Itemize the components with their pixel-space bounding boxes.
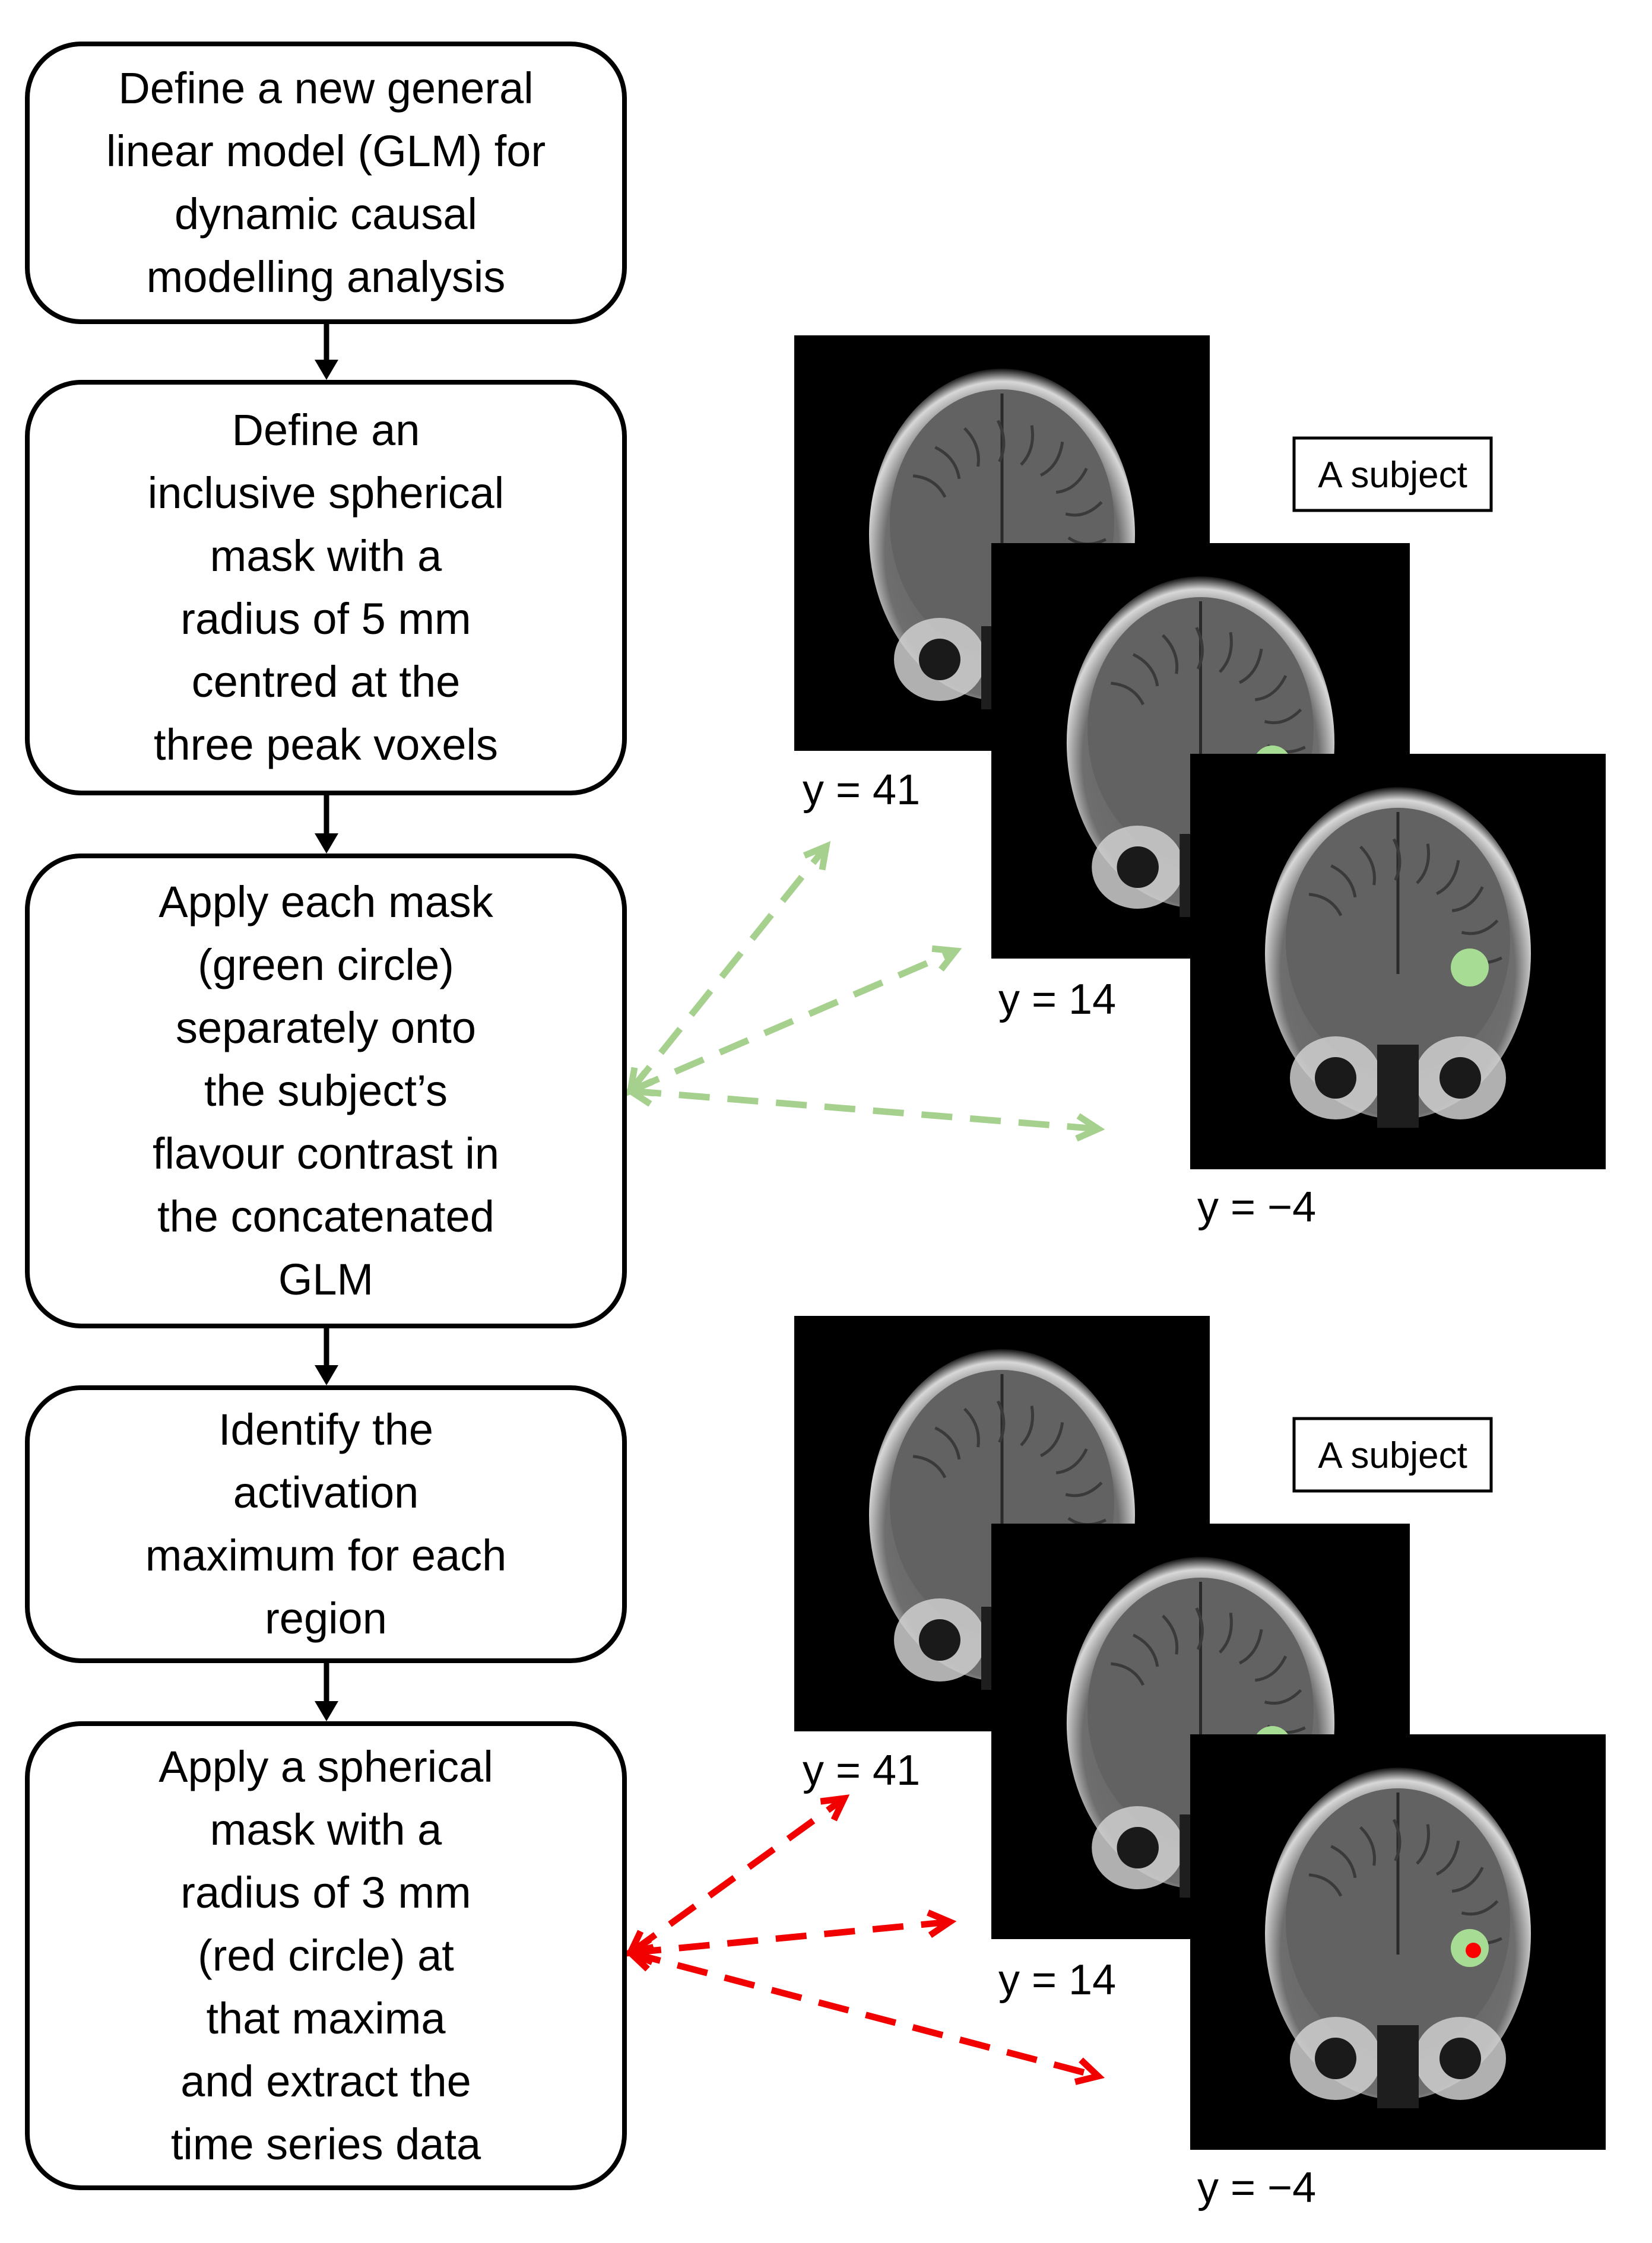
subject-label-text: A subject [1318, 455, 1467, 496]
flow-arrow [315, 795, 338, 854]
slice-coordinate-label: y = −4 [1197, 1184, 1316, 1231]
flow-arrow [315, 1663, 338, 1721]
step-apply-mask-text: Apply each mask (green circle) separatel… [152, 877, 500, 1304]
slice-coordinate-label: y = 14 [998, 1956, 1116, 2004]
slice-coordinate-label: y = 41 [803, 1747, 920, 1794]
red-dashed-arrow [628, 1794, 850, 1956]
green-mask-circle [1451, 948, 1489, 986]
flow-arrow [315, 324, 338, 380]
brain-slice: y = −4 [1190, 1734, 1606, 2212]
step-extract-timeseries: Apply a spherical mask with a radius of … [25, 1721, 627, 2190]
slice-coordinate-label: y = 14 [998, 976, 1116, 1023]
green-dashed-arrow [627, 841, 831, 1093]
slice-coordinate-label: y = 41 [803, 766, 920, 814]
slice-coordinate-label: y = −4 [1197, 2164, 1316, 2212]
step-apply-mask: Apply each mask (green circle) separatel… [25, 854, 627, 1328]
origin-arrowhead [623, 1944, 655, 1972]
red-dashed-arrow [629, 1949, 1105, 2085]
green-dashed-arrow [629, 945, 962, 1094]
flow-arrows [315, 324, 338, 1721]
origin-arrowhead [623, 1078, 654, 1107]
step-define-glm-text: Define a new general linear model (GLM) … [106, 64, 546, 302]
brain-panel-1: y = 41 y = 14 y = −4 A subject [794, 335, 1606, 1231]
subject-label-text: A subject [1318, 1435, 1467, 1476]
brain-panel-2: y = 41 y = 14 y = −4 A subject [794, 1316, 1606, 2212]
flow-arrow [315, 1328, 338, 1385]
step-define-glm: Define a new general linear model (GLM) … [25, 42, 627, 324]
step-identify-maximum-text: Identify the activation maximum for each… [145, 1405, 507, 1643]
step-define-mask-text: Define an inclusive spherical mask with … [147, 405, 505, 769]
red-dashed-arrow [630, 1909, 957, 1956]
step-extract-timeseries-text: Apply a spherical mask with a radius of … [158, 1742, 493, 2169]
green-dashed-arrow [630, 1087, 1105, 1142]
subject-label-box: A subject [1292, 436, 1493, 512]
subject-label-box: A subject [1292, 1417, 1493, 1493]
brain-slice: y = −4 [1190, 754, 1606, 1231]
dashed-arrows [623, 841, 1105, 2085]
step-identify-maximum: Identify the activation maximum for each… [25, 1385, 627, 1663]
step-define-mask: Define an inclusive spherical mask with … [25, 380, 627, 795]
red-maximum-dot [1466, 1943, 1481, 1958]
